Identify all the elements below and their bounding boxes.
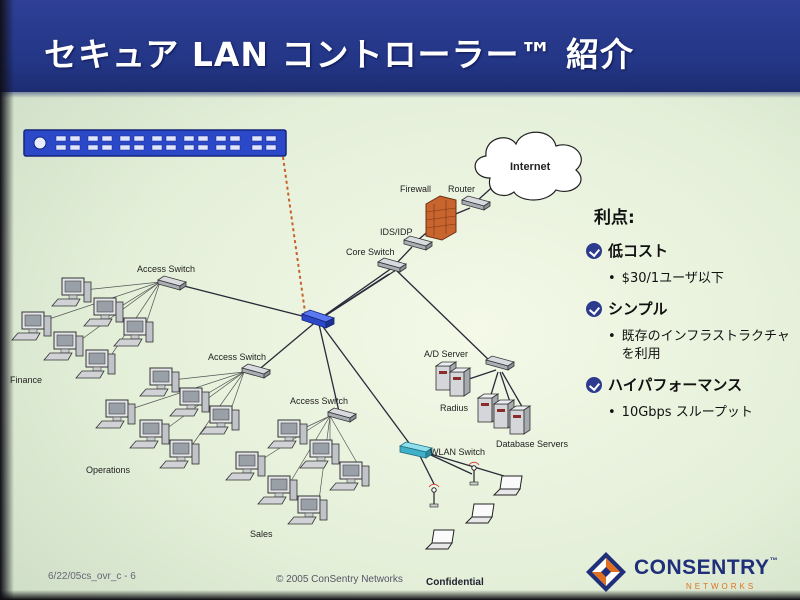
- access-point-1-icon: [428, 483, 440, 508]
- sales-pc-group: [225, 419, 370, 525]
- core-switch-icon: [377, 257, 407, 273]
- benefit-detail: •既存のインフラストラクチャを利用: [608, 329, 790, 362]
- label-router: Router: [448, 184, 476, 194]
- checkmark-icon: [586, 242, 602, 259]
- network-links: [179, 181, 525, 485]
- label-radius: Radius: [440, 403, 469, 413]
- access-switch-2-icon: [241, 363, 271, 379]
- footer-slide-id: 6/22/05cs_ovr_c - 6: [48, 571, 136, 582]
- label-ad-server: A/D Server: [424, 349, 469, 359]
- wlan-switch-icon: [399, 441, 433, 459]
- consentry-logo-mark-icon: [586, 552, 626, 592]
- laptop-1-icon: [493, 475, 523, 496]
- finance-pc-group: [11, 277, 154, 379]
- benefit-detail: •10Gbps スループット: [608, 405, 753, 420]
- benefit-title: ハイパフォーマンス: [608, 376, 743, 394]
- screen-bottom-shadow: [0, 590, 800, 600]
- laptop-3-icon: [425, 529, 455, 550]
- benefits-panel: 利点: 低コスト •$30/1ユーザ以下 シンプル •既存のインフラストラクチャ…: [586, 203, 796, 432]
- benefit-low-cost: 低コスト: [586, 240, 796, 261]
- secure-lan-controller-appliance: [23, 129, 287, 157]
- benefit-simple: シンプル: [586, 298, 796, 319]
- ids-idp-icon: [403, 235, 433, 251]
- checkmark-icon: [586, 376, 602, 393]
- label-sales: Sales: [250, 529, 273, 539]
- label-core-switch: Core Switch: [346, 247, 395, 257]
- operations-pc-group: [95, 367, 240, 469]
- slide-title: セキュア LAN コントローラー™ 紹介: [44, 35, 634, 74]
- benefits-heading: 利点:: [594, 208, 635, 228]
- database-servers-icon: [477, 393, 531, 435]
- screen-edge-shadow: [0, 0, 14, 600]
- label-access-switch-3: Access Switch: [290, 396, 349, 406]
- access-switch-1-icon: [157, 275, 187, 291]
- benefit-title: 低コスト: [608, 242, 669, 260]
- consentry-logo: CONSENTRY™ NETWORKS: [582, 548, 778, 598]
- server-switch-icon: [485, 355, 515, 371]
- label-database-servers: Database Servers: [496, 439, 569, 449]
- title-bar: セキュア LAN コントローラー™ 紹介: [0, 0, 800, 98]
- firewall-icon: [425, 195, 457, 241]
- label-finance: Finance: [10, 375, 43, 385]
- label-access-switch-1: Access Switch: [137, 264, 196, 274]
- controller-dotted-link: [282, 156, 306, 313]
- laptop-2-icon: [465, 503, 495, 524]
- footer-copyright: © 2005 ConSentry Networks: [276, 574, 403, 585]
- logo-subtitle: NETWORKS: [686, 582, 757, 591]
- footer-confidential: Confidential: [426, 577, 484, 588]
- benefit-detail: •$30/1ユーザ以下: [608, 271, 724, 286]
- label-firewall: Firewall: [400, 184, 432, 194]
- benefit-title: シンプル: [608, 300, 668, 318]
- label-wlan-switch: WLAN Switch: [430, 447, 486, 457]
- checkmark-icon: [586, 300, 602, 317]
- internet-cloud: [474, 131, 582, 201]
- label-access-switch-2: Access Switch: [208, 352, 267, 362]
- logo-brand: CONSENTRY™: [634, 556, 779, 579]
- label-internet: Internet: [510, 161, 551, 173]
- inline-controller-icon: [300, 309, 336, 329]
- label-operations: Operations: [86, 465, 131, 475]
- benefit-high-performance: ハイパフォーマンス: [586, 374, 796, 395]
- router-icon: [461, 195, 491, 211]
- ad-server-icon: [435, 361, 471, 397]
- label-ids-idp: IDS/IDP: [380, 227, 413, 237]
